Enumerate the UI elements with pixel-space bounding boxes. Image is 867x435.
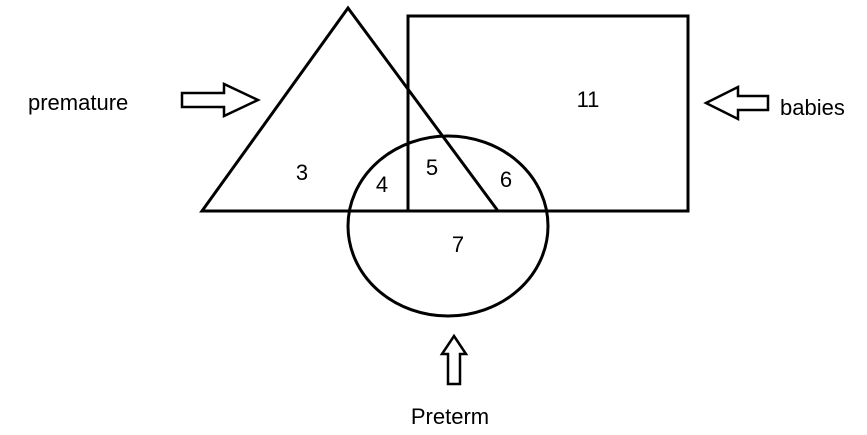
region-triangle-only: 3: [296, 160, 308, 185]
babies-label: babies: [780, 95, 845, 120]
babies-arrow-icon: [703, 84, 770, 122]
region-triangle-rect-circle: 5: [426, 155, 438, 180]
region-rect-only: 11: [577, 87, 600, 112]
premature-triangle: [199, 5, 501, 213]
babies-rectangle: [406, 14, 690, 213]
region-triangle-circle: 4: [376, 172, 388, 197]
region-circle-only: 7: [452, 232, 464, 257]
preterm-label: Preterm: [411, 404, 489, 429]
preterm-circle: [346, 134, 550, 318]
region-rect-circle: 6: [500, 167, 512, 192]
premature-label: premature: [28, 90, 128, 115]
premature-arrow-icon: [180, 82, 261, 118]
preterm-arrow-icon: [439, 333, 469, 386]
